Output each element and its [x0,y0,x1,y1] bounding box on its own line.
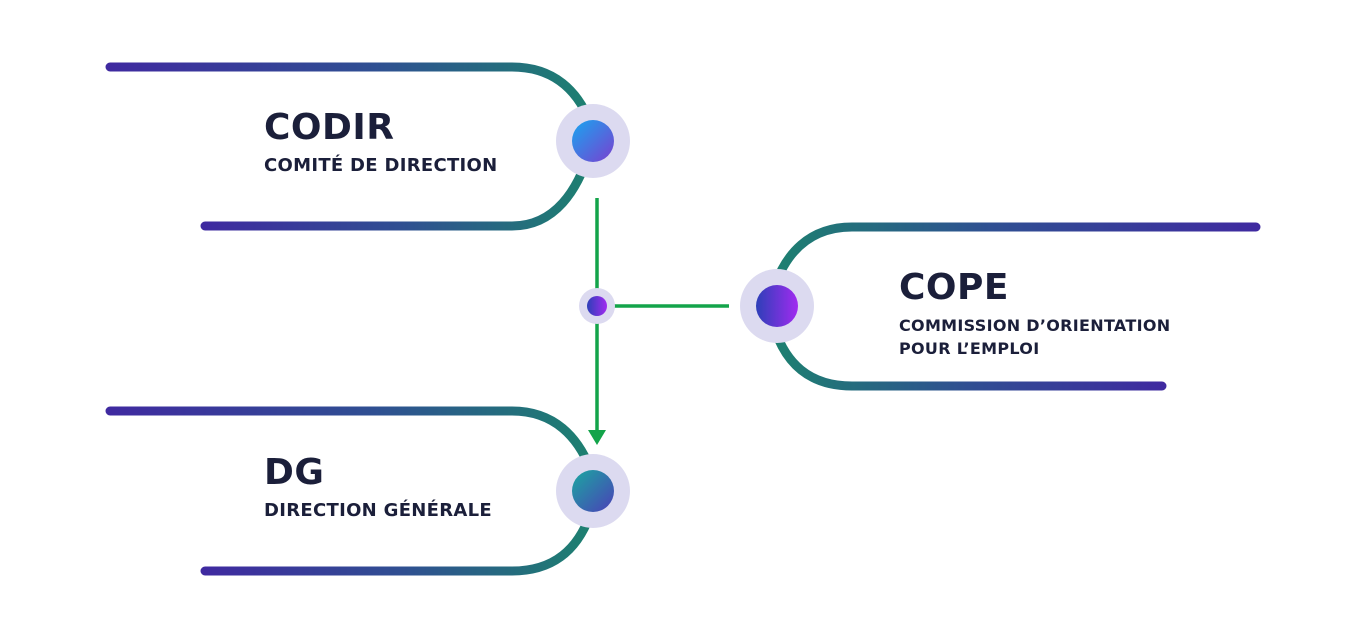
arrowhead-to-dg [588,430,606,445]
dg-title: DG [264,452,325,493]
codir-node-marker [556,104,630,178]
cope-title: COPE [899,267,1009,308]
junction-node-marker [579,288,615,324]
codir-marker-dot [572,120,614,162]
dg-bracket-top-line [105,406,595,473]
cope-bracket [770,222,1261,391]
dg-node-marker [556,454,630,528]
codir-subtitle: COMITÉ DE DIRECTION [264,155,498,176]
cope-node-marker [740,269,814,343]
cope-subtitle-line-2: POUR L’EMPLOI [899,339,1040,358]
dg-marker-dot [572,470,614,512]
junction-marker-dot [587,296,607,316]
dg-subtitle: DIRECTION GÉNÉRALE [264,500,493,521]
cope-bracket-top-line [770,222,1261,290]
cope-subtitle-line-1: COMMISSION D’ORIENTATION [899,316,1171,335]
dg-bracket [105,406,595,576]
connector-lines [588,198,729,445]
codir-title: CODIR [264,107,395,148]
dg-bracket-bottom-line [200,510,595,576]
cope-marker-dot [756,285,798,327]
